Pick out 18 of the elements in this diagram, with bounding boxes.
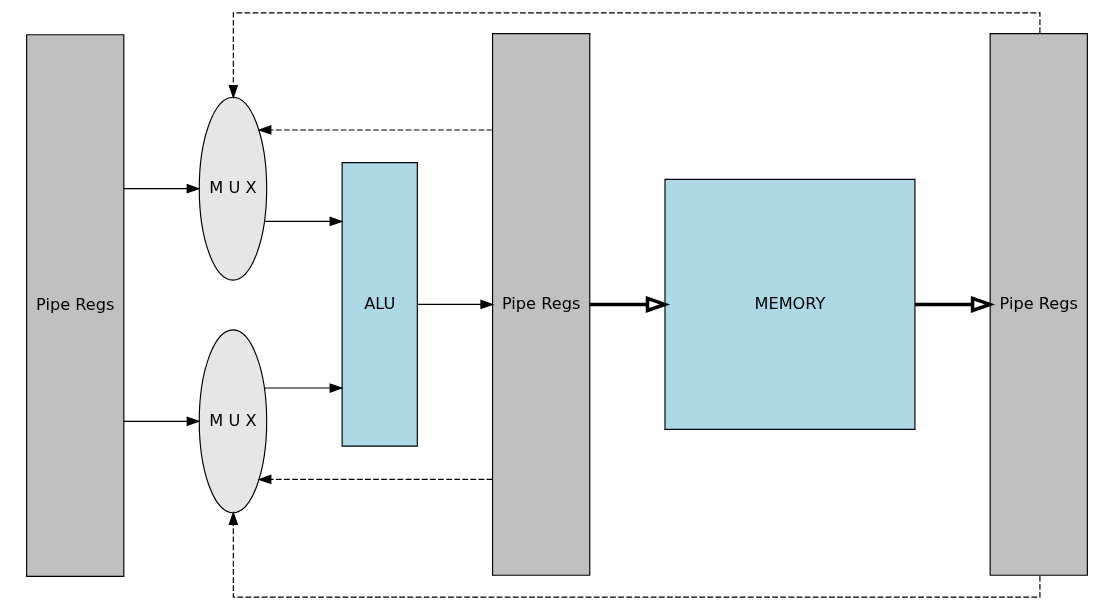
node-ellipse: M U X	[198, 329, 268, 514]
arrow	[123, 183, 201, 194]
arrow	[417, 299, 495, 310]
arrow	[123, 416, 201, 427]
node-box: ALU	[341, 162, 418, 447]
arrow	[228, 12, 1041, 99]
arrow	[257, 125, 493, 135]
arrow	[228, 511, 1041, 598]
arrow	[257, 474, 493, 485]
node-box: Pipe Regs	[491, 33, 591, 576]
node-ellipse: M U X	[198, 96, 268, 281]
node-box: Pipe Regs	[989, 33, 1088, 576]
node-box: MEMORY	[664, 178, 916, 430]
arrow	[915, 295, 996, 313]
node-box: Pipe Regs	[26, 34, 125, 577]
arrow	[264, 216, 344, 227]
arrow	[264, 383, 344, 393]
arrow	[590, 295, 671, 313]
